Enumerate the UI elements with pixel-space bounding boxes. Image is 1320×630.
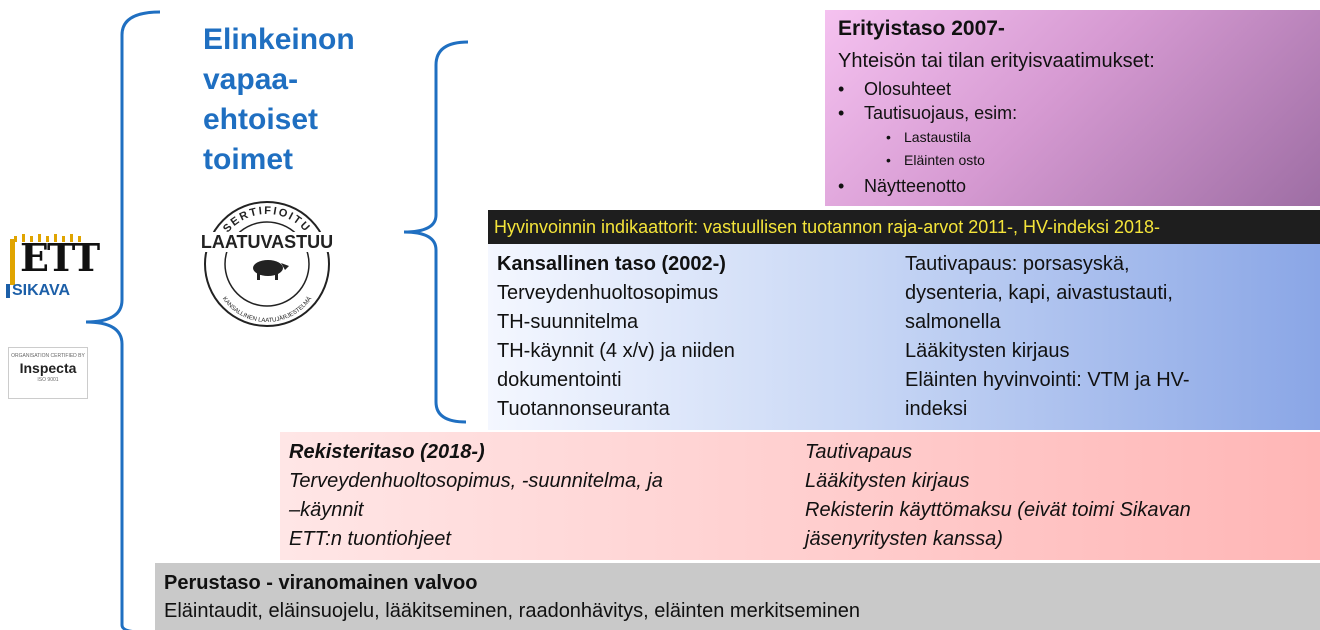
- stamp-top-text: SERTIFIOITU: [221, 205, 311, 235]
- bullet-icon: •: [838, 176, 845, 196]
- rekisteritaso-left-item: Terveydenhuoltosopimus, -suunnitelma, ja: [289, 470, 663, 492]
- sikava-bar: [6, 284, 10, 298]
- ett-label: ETT: [20, 235, 100, 280]
- kansallinen-box: [488, 244, 1320, 430]
- bullet-icon: •: [886, 152, 891, 168]
- rekisteritaso-left-item: –käynnit: [289, 499, 364, 521]
- voluntary-heading: Elinkeinon vapaa- ehtoiset toimet: [203, 20, 423, 180]
- indicator-text: Hyvinvoinnin indikaattorit: vastuullisen…: [494, 217, 1161, 237]
- ett-sikava-logo: ETT SIKAVA: [4, 233, 100, 303]
- rekisteritaso-box: [280, 432, 1320, 560]
- rekisteritaso-right-item: Tautivapaus: [805, 441, 913, 463]
- kansallinen-left-item: TH-suunnitelma: [497, 311, 639, 333]
- heading-line: ehtoiset: [203, 103, 319, 136]
- ett-bar: [10, 239, 15, 285]
- kansallinen-right-item: Eläinten hyvinvointi: VTM ja HV-: [905, 369, 1190, 391]
- kansallinen-left-item: dokumentointi: [497, 369, 622, 391]
- kansallinen-right-item: indeksi: [905, 398, 968, 420]
- kansallinen-left-item: Tuotannonseuranta: [497, 398, 670, 420]
- sub-list-item: • Lastaustila: [886, 127, 971, 147]
- erityistaso-box: [825, 10, 1320, 206]
- svg-text:KANSALLINEN LAATUJÄRJESTELMÄ: KANSALLINEN LAATUJÄRJESTELMÄ: [221, 296, 313, 324]
- stamp-bottom-text: KANSALLINEN LAATUJÄRJESTELMÄ: [221, 296, 313, 324]
- erityistaso-subtitle: Yhteisön tai tilan erityisvaatimukset:: [838, 50, 1155, 72]
- perustaso-box: [155, 563, 1320, 630]
- rekisteritaso-title: Rekisteritaso (2018-): [289, 441, 485, 463]
- inspecta-small-text: ORGANISATION CERTIFIED BY: [11, 353, 85, 359]
- sub-list-item-label: Eläinten osto: [904, 152, 985, 168]
- rekisteritaso-right-item: Rekisterin käyttömaksu (eivät toimi Sika…: [805, 499, 1191, 521]
- inspecta-iso: ISO 9001: [37, 377, 59, 383]
- sub-list-item-label: Lastaustila: [904, 129, 971, 145]
- inspecta-logo: ORGANISATION CERTIFIED BY Inspecta ISO 9…: [8, 347, 88, 399]
- heading-line: toimet: [203, 143, 293, 176]
- erityistaso-title: Erityistaso 2007-: [838, 17, 1005, 40]
- kansallinen-right-item: Lääkitysten kirjaus: [905, 340, 1070, 362]
- heading-line: vapaa-: [203, 63, 299, 96]
- inspecta-label: Inspecta: [19, 360, 77, 376]
- list-item: • Näytteenotto: [838, 174, 966, 198]
- list-item: • Olosuhteet: [838, 77, 951, 101]
- bullet-icon: •: [886, 129, 891, 145]
- heading-line: Elinkeinon: [203, 23, 355, 56]
- list-item-label: Olosuhteet: [864, 79, 952, 99]
- sun-rays-icon: [14, 234, 81, 242]
- inner-brace: [403, 40, 469, 424]
- kansallinen-right-item: salmonella: [905, 311, 1001, 333]
- stamp-middle-text: LAATUVASTUU: [201, 232, 333, 252]
- kansallinen-title: Kansallinen taso (2002-): [497, 253, 726, 275]
- sikava-label: SIKAVA: [12, 282, 71, 299]
- indicator-bar: [488, 210, 1320, 244]
- kansallinen-right-item: dysenteria, kapi, aivastustauti,: [905, 282, 1173, 304]
- list-item-label: Tautisuojaus, esim:: [864, 103, 1018, 123]
- bullet-icon: •: [838, 79, 845, 99]
- pig-icon: [253, 260, 289, 280]
- kansallinen-left-item: TH-käynnit (4 x/v) ja niiden: [497, 340, 735, 362]
- outer-brace: [85, 10, 161, 630]
- list-item: • Tautisuojaus, esim:: [838, 101, 1017, 125]
- perustaso-text: Eläintaudit, eläinsuojelu, lääkitseminen…: [164, 600, 860, 622]
- list-item-label: Näytteenotto: [864, 176, 967, 196]
- rekisteritaso-right-item: Lääkitysten kirjaus: [805, 470, 970, 492]
- kansallinen-right-item: Tautivapaus: porsasyskä,: [905, 253, 1130, 275]
- rekisteritaso-right-item: jäsenyritysten kanssa): [805, 528, 1003, 550]
- rekisteritaso-left-item: ETT:n tuontiohjeet: [289, 528, 451, 550]
- perustaso-title: Perustaso - viranomainen valvoo: [164, 572, 478, 594]
- svg-text:SERTIFIOITU: SERTIFIOITU: [221, 205, 313, 235]
- kansallinen-left-item: Terveydenhuoltosopimus: [497, 282, 719, 304]
- laatuvastuu-stamp: SERTIFIOITU KANSALLINEN LAATUJÄRJESTELMÄ…: [195, 201, 340, 327]
- bullet-icon: •: [838, 103, 845, 123]
- sub-list-item: • Eläinten osto: [886, 150, 985, 170]
